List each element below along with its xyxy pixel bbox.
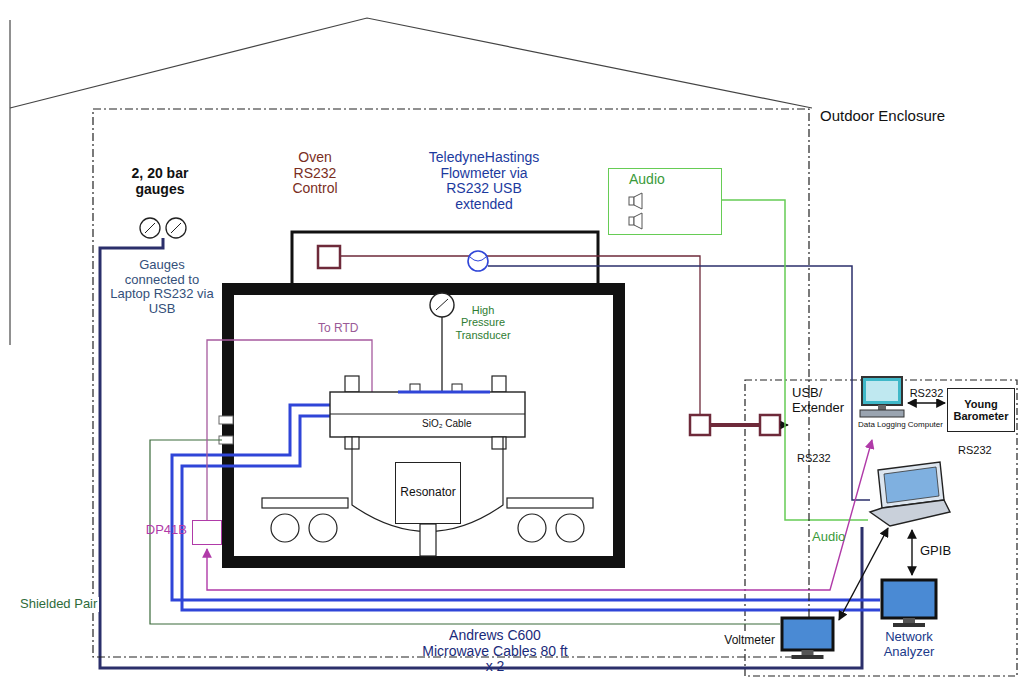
roof-line [10,18,812,108]
pressure-transducer [430,293,454,317]
stand-platform [262,498,348,508]
bolt [345,376,359,392]
pressure-gauge [140,218,160,238]
microwave-cable-label: Andrews C600 Microwave Cables 80 ft x 2 [420,628,570,675]
audio-label: Audio [812,530,858,545]
dp41b-box: DP41B [192,520,222,545]
usb-extender-box [760,415,780,435]
node-label: Audio [629,172,665,188]
cable-label: SiO₂ Cable [422,418,502,429]
connector-label: RS232 [910,387,944,399]
oven-housing [228,289,619,562]
page-rule [10,20,11,345]
oven-control-wire [340,256,700,415]
pressure-gauge [166,218,186,238]
node-label: DP41B [146,523,187,538]
rtd-label: To RTD [318,322,378,335]
usb-extender-label: USB/ Extender [792,386,854,415]
usb-extender-box [690,415,710,435]
shielded-pair-label: Shielded Pair [18,597,99,612]
vessel-stem [420,524,436,556]
sio2-cable [398,391,490,394]
usb-extender-link [710,423,760,427]
control-area [745,380,1017,676]
node-label: Data Logging Computer [858,421,943,430]
monitor-icon [780,616,835,660]
resonator-box: Resonator [395,462,461,524]
microwave-cable [172,392,880,600]
node-label: Young Barometer [951,398,1011,423]
gpib-link [911,530,912,575]
voltmeter: Voltmeter [780,616,835,660]
gauge-note: Gauges connected to Laptop RS232 via USB [110,258,214,316]
oven-control-label: Oven RS232 Control [275,150,355,197]
laptop [870,462,950,526]
node-label: Resonator [400,486,455,499]
stand-platform [507,498,593,508]
audio-box: Audio [608,168,722,235]
oven-top-panel [292,232,598,285]
oven-port [219,416,233,424]
gauge-label: 2, 20 bar gauges [112,166,208,197]
bolt [492,376,506,392]
transducer-label: High Pressure Transducer [450,304,516,341]
network-analyzer: Network Analyzer [880,578,938,628]
monitor-icon [880,578,938,628]
data-logging-computer: Data Logging Computer [858,376,906,418]
flowmeter-wire [488,266,870,500]
flowmeter-label: TeledyneHastings Flowmeter via RS232 USB… [418,150,550,213]
microwave-cable [182,392,880,610]
dp41b-wire [207,440,872,590]
wheel [309,514,337,542]
wheel [271,514,299,542]
port-label: RS232 [958,444,1010,456]
flange [330,392,525,437]
node-label: Voltmeter [724,634,775,647]
shielded-pair-wire [150,440,780,624]
barometer-box: Young Barometer [947,388,1015,432]
computer-icon [858,376,906,418]
connector [908,402,945,403]
node-label: Network Analyzer [864,630,954,659]
speaker-icons [625,189,665,233]
audio-wire [722,200,868,520]
flowmeter [468,251,488,271]
wheel [518,514,546,542]
pressure-vessel [352,437,503,532]
gpib-label: GPIB [920,544,966,559]
wheel [556,514,584,542]
gauge-cable [100,238,862,668]
node-label: Outdoor Enclosure [820,108,945,125]
oven-controller [318,246,340,268]
port-label: RS232 [797,452,845,464]
